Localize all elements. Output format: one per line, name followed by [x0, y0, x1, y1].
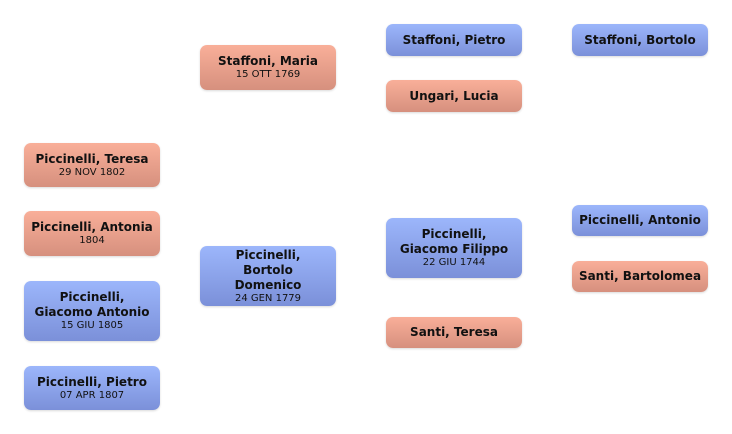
person-date: 1804	[79, 235, 105, 246]
person-name: Piccinelli, Antonio	[579, 213, 701, 227]
person-name: Piccinelli, Teresa	[35, 151, 149, 166]
person-date: 07 APR 1807	[59, 389, 125, 401]
person-name: Piccinelli, Antonia	[31, 220, 153, 234]
person-name: Ungari, Lucia	[409, 88, 499, 103]
person-card[interactable]: Santi, Teresa	[386, 317, 522, 348]
person-date: 15 OTT 1769	[235, 69, 301, 80]
person-name: Staffoni, Bortolo	[584, 32, 696, 47]
person-name: Santi, Bartolomea	[578, 269, 702, 283]
person-name: Piccinelli, Bortolo Domenico	[234, 247, 302, 292]
person-name: Piccinelli, Giacomo Antonio	[34, 290, 150, 319]
person-name: Piccinelli, Giacomo Filippo	[399, 227, 509, 256]
person-name: Staffoni, Maria	[217, 54, 318, 68]
person-card[interactable]: Ungari, Lucia	[386, 80, 522, 112]
person-card[interactable]: Santi, Bartolomea	[572, 261, 708, 292]
person-date: 15 GIU 1805	[60, 320, 124, 331]
person-date: 29 NOV 1802	[58, 166, 126, 178]
person-card[interactable]: Staffoni, Bortolo	[572, 24, 708, 56]
person-name: Piccinelli, Pietro	[37, 374, 147, 389]
person-card[interactable]: Staffoni, Pietro	[386, 24, 522, 56]
person-name: Staffoni, Pietro	[402, 32, 506, 47]
person-date: 22 GIU 1744	[422, 257, 486, 268]
person-date: 24 GEN 1779	[234, 292, 302, 304]
person-name: Santi, Teresa	[410, 325, 498, 339]
person-card[interactable]: Piccinelli, Antonio	[572, 205, 708, 236]
